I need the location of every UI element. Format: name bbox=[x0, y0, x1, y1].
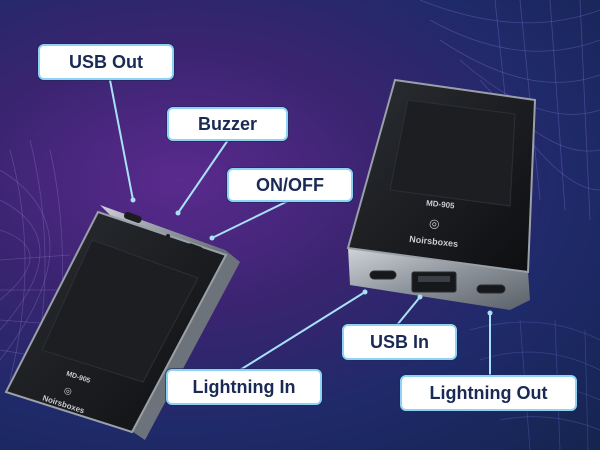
left-device-screen bbox=[41, 239, 199, 383]
label-buzzer: Buzzer bbox=[167, 107, 288, 141]
left-usb-out-port bbox=[124, 211, 142, 223]
left-buzzer-hole bbox=[166, 234, 170, 238]
label-usb-in: USB In bbox=[342, 324, 457, 360]
right-lightning-in-port bbox=[369, 270, 397, 280]
label-lightning-out: Lightning Out bbox=[400, 375, 577, 411]
right-device-screen bbox=[389, 99, 516, 207]
right-usb-in-tab bbox=[418, 276, 450, 282]
right-device-logo-icon: ◎ bbox=[428, 216, 440, 231]
label-lightning-in: Lightning In bbox=[166, 369, 322, 405]
left-device-logo-icon: ◎ bbox=[62, 386, 73, 398]
right-device-model: MD-905 bbox=[426, 199, 456, 211]
right-device: MD-905 ◎ Noirsboxes bbox=[346, 78, 537, 310]
left-onoff-switch bbox=[187, 243, 203, 253]
left-device-side-edge bbox=[130, 250, 240, 440]
right-lightning-out-port bbox=[476, 284, 506, 294]
left-device: MD-905 ◎ Noirsboxes bbox=[4, 205, 240, 440]
label-on-off: ON/OFF bbox=[227, 168, 353, 202]
label-usb-out: USB Out bbox=[38, 44, 174, 80]
